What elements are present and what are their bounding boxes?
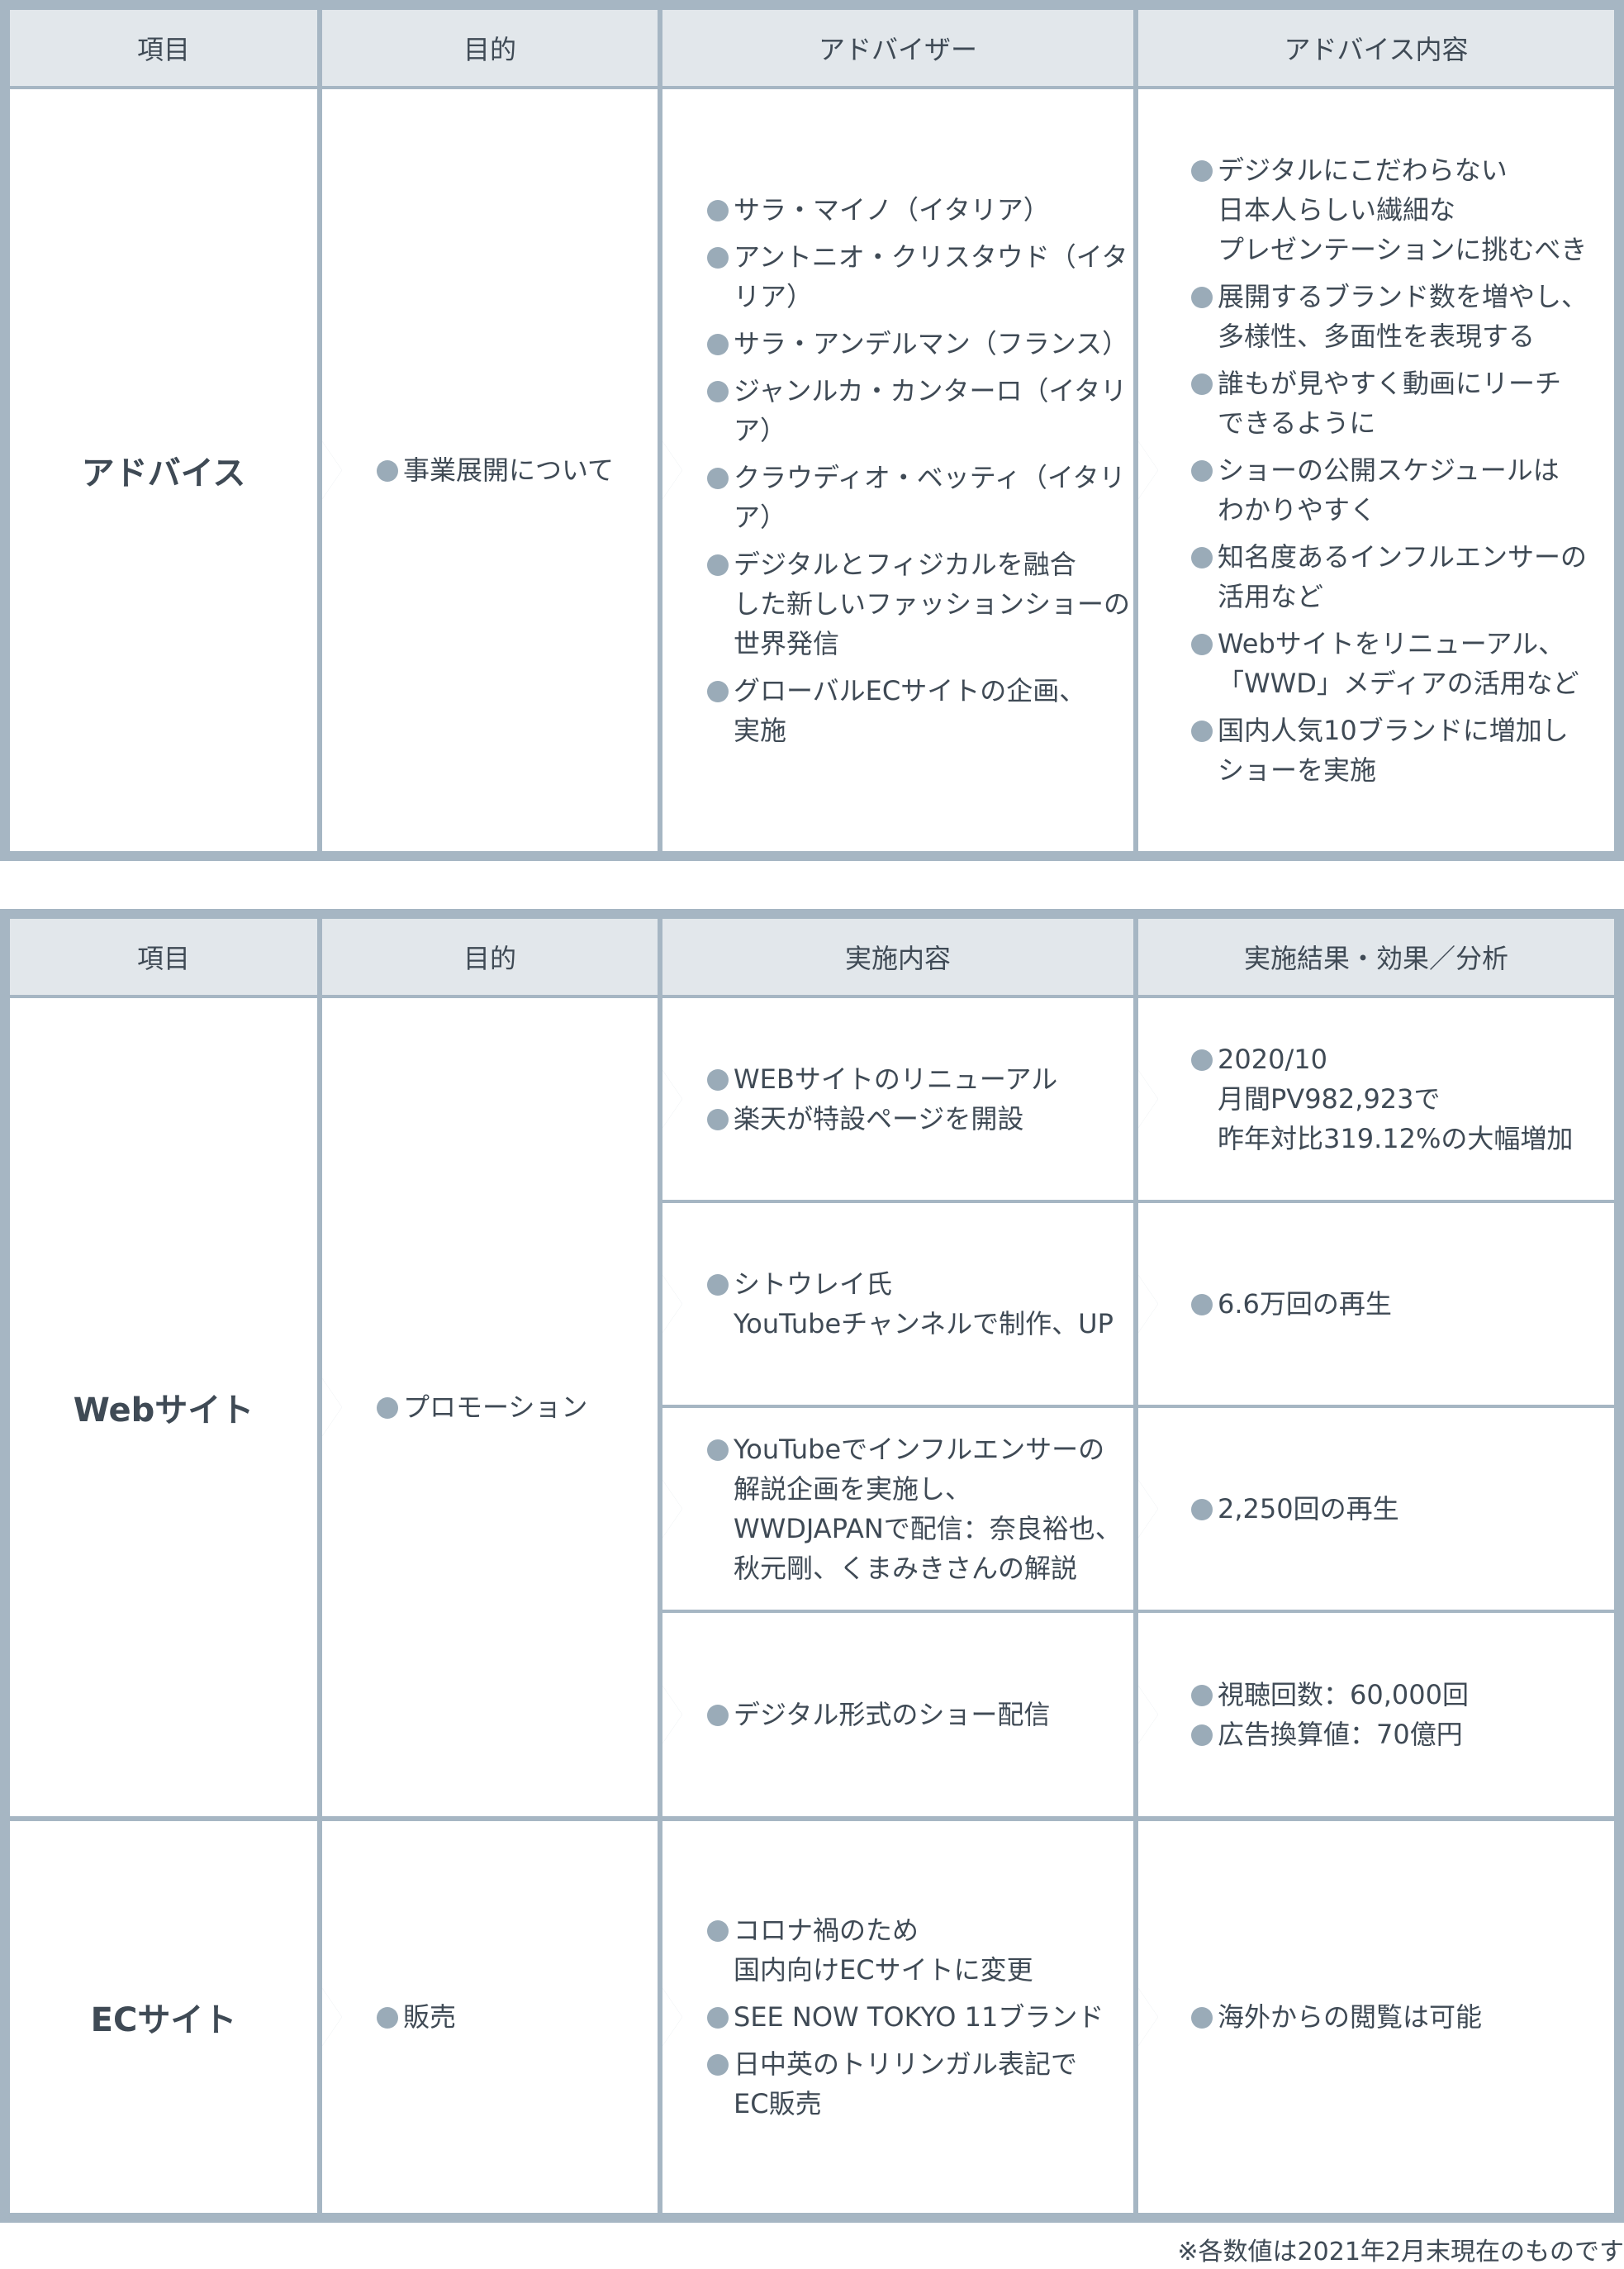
header-advice-content: アドバイス内容 (1138, 10, 1614, 86)
list-item: コロナ禍のため 国内向けECサイトに変更 (705, 1910, 1133, 1990)
list-item: グローバルECサイトの企画、 実施 (705, 671, 1133, 750)
web-result-cell: 視聴回数：60,000回 広告換算値：70億円 (1138, 1613, 1614, 1816)
web-result-cell: 6.6万回の再生 (1138, 1203, 1614, 1405)
list-item: デジタル形式のショー配信 (705, 1695, 1133, 1734)
list-item: YouTubeでインフルエンサーの 解説企画を実施し、 WWDJAPANで配信：… (705, 1429, 1133, 1588)
item-advice: アドバイス (81, 454, 246, 492)
list-item: 日中英のトリリンガル表記で EC販売 (705, 2044, 1133, 2124)
list-item: 海外からの閲覧は可能 (1190, 1997, 1614, 2037)
advice-content-cell: デジタルにこだわらない 日本人らしい繊細な プレゼンテーションに挑むべき 展開す… (1138, 89, 1614, 851)
advice-list: デジタルにこだわらない 日本人らしい繊細な プレゼンテーションに挑むべき 展開す… (1190, 143, 1614, 797)
action-list: デジタル形式のショー配信 (705, 1695, 1133, 1734)
result-list: 2020/10 月間PV982,923で 昨年対比319.12%の大幅増加 (1190, 1039, 1614, 1158)
action-list: コロナ禍のため 国内向けECサイトに変更 SEE NOW TOKYO 11ブラン… (705, 1903, 1133, 2131)
advisor-list: サラ・マイノ（イタリア） アントニオ・クリスタウド（イタリア） サラ・アンデルマ… (705, 183, 1133, 758)
list-item: 知名度あるインフルエンサーの 活用など (1190, 537, 1614, 616)
list-item: 2020/10 月間PV982,923で 昨年対比319.12%の大幅増加 (1190, 1039, 1614, 1158)
item-ec: ECサイト (90, 2001, 237, 2039)
advisor-cell: サラ・マイノ（イタリア） アントニオ・クリスタウド（イタリア） サラ・アンデルマ… (662, 89, 1133, 851)
list-item: デジタルとフィジカルを融合 した新しいファッションショーの 世界発信 (705, 545, 1133, 664)
list-item: 展開するブランド数を増やし、 多様性、多面性を表現する (1190, 277, 1614, 356)
ec-result-cell: 海外からの閲覧は可能 (1138, 1821, 1614, 2213)
purpose-list: 販売 (375, 1990, 658, 2044)
header-item: 項目 (10, 919, 317, 995)
result-list: 2,250回の再生 (1190, 1489, 1614, 1529)
list-item: 販売 (375, 1997, 658, 2037)
header-purpose: 目的 (322, 10, 658, 86)
web-result-cell: 2,250回の再生 (1138, 1408, 1614, 1610)
advice-table: 項目 目的 アドバイザー アドバイス内容 アドバイス 事業展開について サラ・マ… (0, 0, 1624, 861)
header-advisor: アドバイザー (662, 10, 1133, 86)
list-item: 楽天が特設ページを開設 (705, 1099, 1133, 1139)
item-ec-cell: ECサイト (10, 1821, 317, 2213)
list-item: 誰もが見やすく動画にリーチ できるように (1190, 364, 1614, 443)
ec-action-cell: コロナ禍のため 国内向けECサイトに変更 SEE NOW TOKYO 11ブラン… (662, 1821, 1133, 2213)
result-list: 視聴回数：60,000回 広告換算値：70億円 (1190, 1675, 1614, 1754)
list-item: ショーの公開スケジュールは わかりやすく (1190, 450, 1614, 530)
purpose-list: プロモーション (375, 1380, 658, 1434)
list-item: ジャンルカ・カンターロ（イタリア） (705, 371, 1133, 450)
header-results: 実施結果・効果／分析 (1138, 919, 1614, 995)
web-action-cell: シトウレイ氏 YouTubeチャンネルで制作、UP (662, 1203, 1133, 1405)
header-purpose: 目的 (322, 919, 658, 995)
result-list: 海外からの閲覧は可能 (1190, 1990, 1614, 2044)
list-item: プロモーション (375, 1387, 658, 1427)
list-item: 広告換算値：70億円 (1190, 1715, 1614, 1754)
item-web: Webサイト (73, 1391, 254, 1429)
list-item: 6.6万回の再生 (1190, 1284, 1614, 1324)
web-result-cell: 2020/10 月間PV982,923で 昨年対比319.12%の大幅増加 (1138, 998, 1614, 1200)
action-list: WEBサイトのリニューアル 楽天が特設ページを開設 (705, 1059, 1133, 1139)
list-item: 事業展開について (375, 450, 658, 490)
list-item: デジタルにこだわらない 日本人らしい繊細な プレゼンテーションに挑むべき (1190, 150, 1614, 269)
purpose-cell: 事業展開について (322, 89, 658, 851)
web-action-cell: WEBサイトのリニューアル 楽天が特設ページを開設 (662, 998, 1133, 1200)
results-table: 項目 目的 実施内容 実施結果・効果／分析 Webサイト プロモーション WEB… (0, 909, 1624, 2223)
list-item: サラ・アンデルマン（フランス） (705, 324, 1133, 364)
list-item: SEE NOW TOKYO 11ブランド (705, 1997, 1133, 2037)
item-web-cell: Webサイト (10, 998, 317, 1816)
list-item: Webサイトをリニューアル、 「WWD」メディアの活用など (1190, 624, 1614, 703)
action-list: シトウレイ氏 YouTubeチャンネルで制作、UP (705, 1264, 1133, 1344)
footnote: ※各数値は2021年2月末現在のものです (1177, 2238, 1624, 2267)
web-purpose-cell: プロモーション (322, 998, 658, 1816)
header-item: 項目 (10, 10, 317, 86)
list-item: アントニオ・クリスタウド（イタリア） (705, 237, 1133, 316)
header-actions: 実施内容 (662, 919, 1133, 995)
list-item: 視聴回数：60,000回 (1190, 1675, 1614, 1715)
action-list: YouTubeでインフルエンサーの 解説企画を実施し、 WWDJAPANで配信：… (705, 1429, 1133, 1588)
web-action-cell: YouTubeでインフルエンサーの 解説企画を実施し、 WWDJAPANで配信：… (662, 1408, 1133, 1610)
list-item: サラ・マイノ（イタリア） (705, 190, 1133, 230)
result-list: 6.6万回の再生 (1190, 1284, 1614, 1324)
list-item: シトウレイ氏 YouTubeチャンネルで制作、UP (705, 1264, 1133, 1344)
item-advice-cell: アドバイス (10, 89, 317, 851)
list-item: WEBサイトのリニューアル (705, 1059, 1133, 1099)
ec-purpose-cell: 販売 (322, 1821, 658, 2213)
list-item: 2,250回の再生 (1190, 1489, 1614, 1529)
list-item: 国内人気10ブランドに増加し ショーを実施 (1190, 711, 1614, 790)
list-item: クラウディオ・ベッティ（イタリア） (705, 458, 1133, 537)
purpose-list: 事業展開について (375, 443, 658, 497)
web-action-cell: デジタル形式のショー配信 (662, 1613, 1133, 1816)
